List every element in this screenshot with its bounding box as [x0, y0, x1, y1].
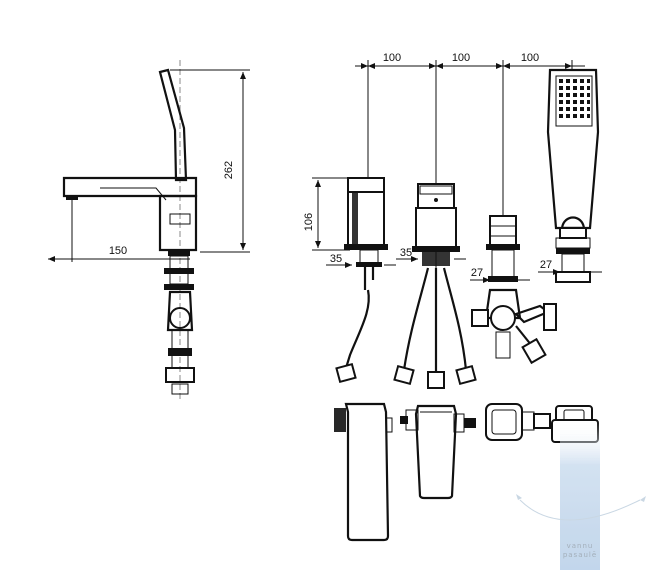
dim-label-spacing-3: 100 [521, 52, 539, 64]
dim-height-106: 106 [303, 177, 350, 251]
dim-label-height: 262 [223, 161, 235, 179]
side-view-mixer [62, 60, 198, 400]
side-body [158, 194, 198, 252]
mixer-component [393, 183, 477, 389]
handshower-spray-face [555, 75, 593, 127]
handshower-component [546, 68, 600, 283]
top-view-spout [344, 402, 390, 542]
side-aerator [66, 196, 78, 200]
dim-reach-150: 150 [48, 200, 190, 262]
diverter-component [471, 215, 557, 365]
mixer-thread [422, 252, 450, 266]
side-lever [100, 187, 167, 201]
dim-base-35-a: 35 [326, 253, 396, 268]
diverter-valve-body [490, 305, 516, 331]
handshower-holder-base [555, 271, 591, 283]
handshower-head [546, 68, 600, 230]
watermark-bar [560, 420, 600, 570]
dim-base-35-b: 35 [396, 247, 466, 262]
dim-label-body-height: 106 [303, 213, 315, 231]
dim-label-reach: 150 [109, 245, 127, 257]
dim-label-base-a: 35 [330, 253, 342, 265]
dim-label-base-c: 27 [471, 267, 483, 279]
watermark-line1: vannu [567, 542, 594, 550]
watermark: vannu pasaulē [516, 420, 646, 570]
dim-label-base-b: 35 [400, 247, 412, 259]
dim-label-spacing-2: 100 [452, 52, 470, 64]
diverter-side-port-left [471, 309, 489, 327]
dim-base-27-b: 27 [538, 259, 602, 275]
dim-label-base-d: 27 [540, 259, 552, 271]
side-mount-nut [164, 284, 194, 290]
diverter-side-port-right [543, 303, 557, 331]
mixer-hose-right [442, 267, 468, 371]
spout-hose-end [335, 362, 357, 384]
watermark-line2: pasaulē [563, 551, 597, 559]
side-handshower-handle [158, 68, 188, 182]
top-view-mixer-lever [414, 404, 458, 500]
dim-label-spacing-1: 100 [383, 52, 401, 64]
spout-hose [344, 289, 370, 369]
mixer-hose-left [402, 267, 430, 371]
dim-base-27-a: 27 [470, 267, 530, 283]
top-view-diverter [485, 403, 523, 441]
spout-component [335, 177, 388, 384]
dim-height-262: 262 [170, 69, 250, 253]
